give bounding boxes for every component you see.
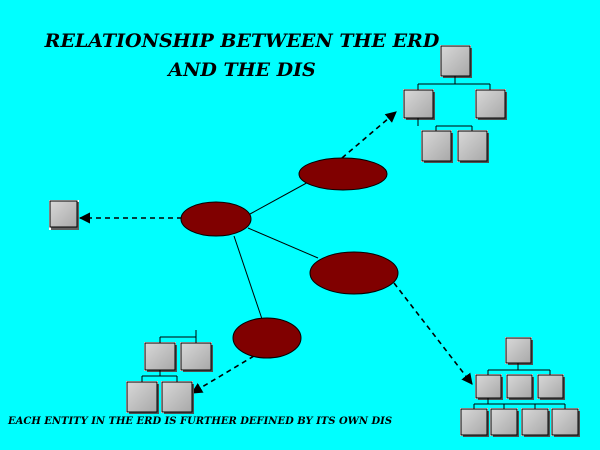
dis-box-top-tree-child-right: [475, 89, 507, 120]
dis-single-box: [49, 200, 79, 230]
dis-box-br-tree-leaf-1: [460, 408, 489, 437]
dis-box-top-tree-root: [440, 45, 472, 78]
erd-line-center-to-top: [249, 179, 313, 215]
connector-br-tree-l2: [473, 398, 566, 409]
erd-line-center-to-bottom: [233, 235, 264, 323]
dis-tree-connectors: [141, 76, 566, 409]
arrow-to-bottom-right-tree: [393, 282, 473, 385]
dis-box-top-tree-child-left: [403, 89, 435, 120]
dis-tree-boxes: [126, 45, 580, 437]
entity-top: [298, 157, 388, 191]
dis-box-bl-tree-child-left: [144, 342, 177, 372]
dis-box-br-tree-root: [505, 337, 533, 365]
dis-box-br-tree-leaf-2: [490, 408, 519, 437]
dis-box-bl-tree-leaf-left: [126, 381, 159, 414]
erd-line-center-to-right: [247, 227, 319, 259]
diagram-title-line-1: RELATIONSHIP BETWEEN THE ERD: [44, 30, 440, 52]
diagram-footnote: EACH ENTITY IN THE ERD IS FURTHER DEFINE…: [8, 416, 393, 427]
entity-bottom: [232, 317, 302, 359]
entity-right: [309, 251, 399, 295]
entity-center: [180, 201, 252, 237]
connector-top-tree-l1: [417, 76, 491, 90]
dis-box-br-tree-child-3: [537, 374, 565, 400]
dis-box-top-tree-grandchild-right: [457, 130, 489, 163]
erd-entities: [180, 157, 399, 359]
connector-bl-tree-l1: [159, 330, 197, 343]
connector-br-tree-l1: [487, 363, 551, 375]
dis-box-br-tree-leaf-3: [521, 408, 550, 437]
arrow-to-bottom-left-tree: [191, 355, 255, 394]
dis-box-bl-tree-leaf-right: [161, 381, 194, 414]
erd-relationship-lines: [233, 179, 319, 323]
diagram-title-line-2: AND THE DIS: [168, 59, 316, 81]
connector-bl-tree-l2: [141, 370, 178, 382]
dis-box-top-tree-grandchild-left: [421, 130, 453, 163]
dis-box-br-tree-leaf-4: [551, 408, 580, 437]
connector-top-tree-l2: [417, 118, 473, 131]
dis-box-br-tree-child-2: [506, 374, 534, 400]
dis-arrows: [78, 111, 473, 394]
dis-box-bl-tree-child-right: [180, 342, 213, 372]
dis-box-br-tree-child-1: [475, 374, 503, 400]
arrow-to-top-right-tree: [341, 111, 397, 159]
